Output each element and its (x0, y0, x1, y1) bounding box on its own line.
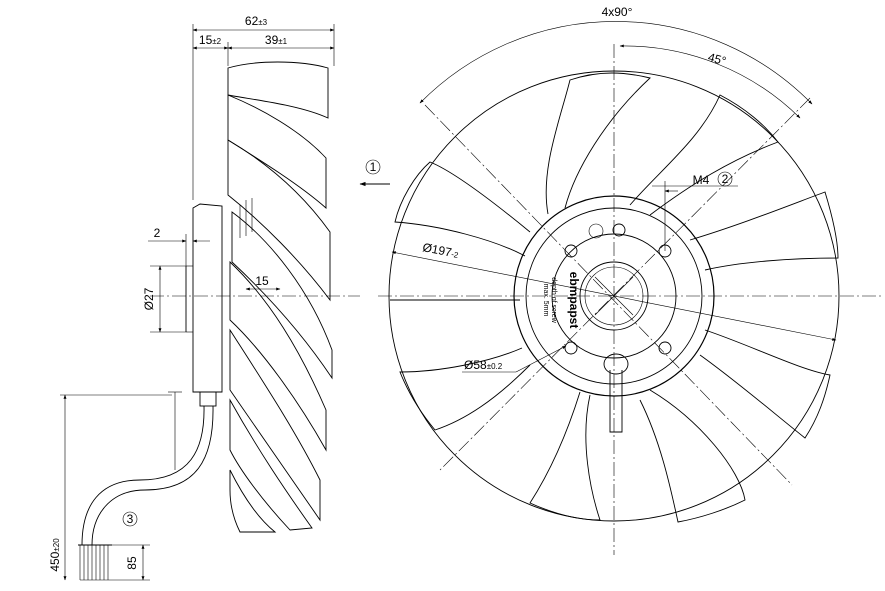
bolt-hole (658, 341, 672, 355)
flange-thickness-label: 2 (154, 226, 161, 240)
dim-impeller-diameter (391, 251, 837, 341)
motor-housing (192, 203, 223, 393)
label-line-2: max. 5mm (542, 284, 549, 317)
cable-gland (199, 391, 217, 407)
side-blades (227, 61, 333, 533)
airflow-indicator: 1 (359, 159, 390, 187)
brand-label: ebmpapst (567, 272, 581, 329)
side-cable (78, 391, 214, 581)
airflow-callout-circle (365, 159, 381, 175)
rotation-symbol (588, 223, 604, 239)
bolt-hole (612, 223, 626, 237)
dim-angle-pattern (419, 21, 813, 105)
bolt-circle-diameter-label: Ø58±0.2 (464, 358, 503, 372)
cable-outlet (603, 353, 629, 433)
cable-callout-label: 3 (127, 512, 134, 526)
thread-label: M4 (693, 173, 710, 187)
hub-offset-label: 15±2 (199, 33, 222, 47)
airflow-callout-label: 1 (370, 160, 377, 174)
angle-pattern-label: 4x90° (602, 5, 633, 19)
motor-label: ebmpapst depth of screw max. 5mm (542, 272, 581, 329)
cable-length-label: 450±20 (48, 538, 62, 572)
lead-strip-label: 85 (125, 556, 139, 570)
overall-width-label: 62±3 (245, 14, 268, 28)
dim-bolt-circle-leader (515, 345, 567, 373)
side-view: 62±3 15±2 39±1 2 Ø27 15 450±20 85 3 (48, 14, 360, 581)
thread-callout-label: 2 (722, 172, 729, 186)
shaft-diameter-label: Ø27 (142, 287, 156, 310)
blade-offset-label: 15 (255, 274, 269, 288)
diagonal-center-line-2 (439, 97, 811, 471)
blade-depth-label: 39±1 (265, 33, 288, 47)
thread-callout-circle (717, 171, 733, 187)
front-view: ebmpapst depth of screw max. 5mm 4x90° 4… (378, 5, 882, 555)
angle-offset-label: 45° (706, 50, 727, 68)
bolt-hole (564, 341, 578, 355)
dim-angle-offset (619, 44, 801, 119)
impeller-diameter-label: Ø197-2 (421, 240, 460, 261)
cable-callout-circle (122, 511, 138, 527)
